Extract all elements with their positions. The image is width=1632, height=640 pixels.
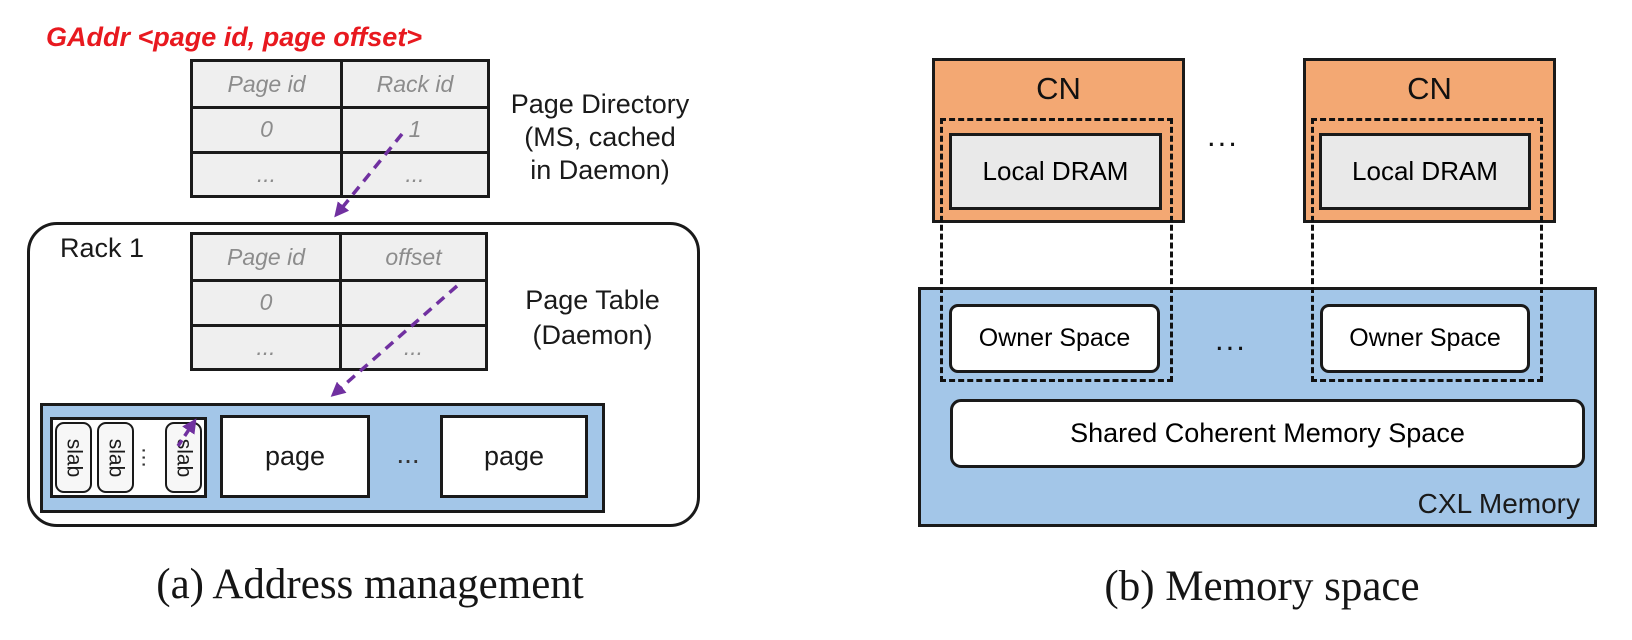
pd-header-page-id: Page id (227, 70, 306, 97)
shared-memory-space-box: Shared Coherent Memory Space (950, 399, 1585, 468)
owner-space-box: Owner Space (949, 304, 1160, 373)
pd-header-rack-id: Rack id (340, 62, 487, 107)
pt-cell: ... (193, 323, 339, 368)
cn-label: CN (1036, 71, 1081, 106)
gaddr-label: GAddr <page id, page offset> (46, 22, 423, 52)
pt-header-page-id: Page id (226, 243, 305, 270)
slab-container: slab slab ... slab (50, 417, 207, 498)
page-directory-table: Page id Rack id 0 1 ... ... (190, 59, 490, 198)
pd-cell: 1 (340, 106, 487, 151)
dashed-mapping-outline (940, 118, 1173, 382)
cn-ellipsis: ... (1207, 118, 1239, 153)
rack-label: Rack 1 (60, 233, 145, 263)
page-directory-caption: Page Directory (MS, cached in Daemon) (510, 89, 690, 185)
local-dram-box: Local DRAM (949, 133, 1162, 210)
figure-a-caption: (a) Address management (156, 561, 584, 608)
slab-box: slab (55, 422, 92, 493)
slab-box: slab (164, 422, 202, 493)
pd-cell: ... (193, 150, 340, 195)
pt-cell (339, 279, 485, 324)
pt-header-offset: offset (339, 235, 485, 280)
figure-b-caption: (b) Memory space (1104, 563, 1420, 610)
page-table: Page id offset 0 ... ... (190, 232, 488, 371)
owner-space-ellipsis: ... (1215, 322, 1247, 357)
page-table-caption: Page Table (Daemon) (525, 285, 660, 350)
pd-cell: 0 (193, 106, 340, 150)
page-ellipsis: ... (396, 438, 420, 469)
cn-label: CN (1407, 71, 1452, 106)
page-box: page (220, 415, 370, 498)
pt-cell: ... (339, 323, 485, 368)
pt-cell: 0 (193, 279, 339, 323)
cxl-memory-label: CXL Memory (1417, 488, 1580, 519)
pd-cell: ... (340, 150, 487, 195)
local-dram-box: Local DRAM (1319, 133, 1531, 210)
slab-ellipsis: ... (137, 446, 163, 469)
slab-box: slab (96, 422, 134, 493)
dashed-mapping-outline (1311, 118, 1543, 382)
owner-space-box: Owner Space (1320, 304, 1530, 373)
page-box: page (440, 415, 588, 498)
